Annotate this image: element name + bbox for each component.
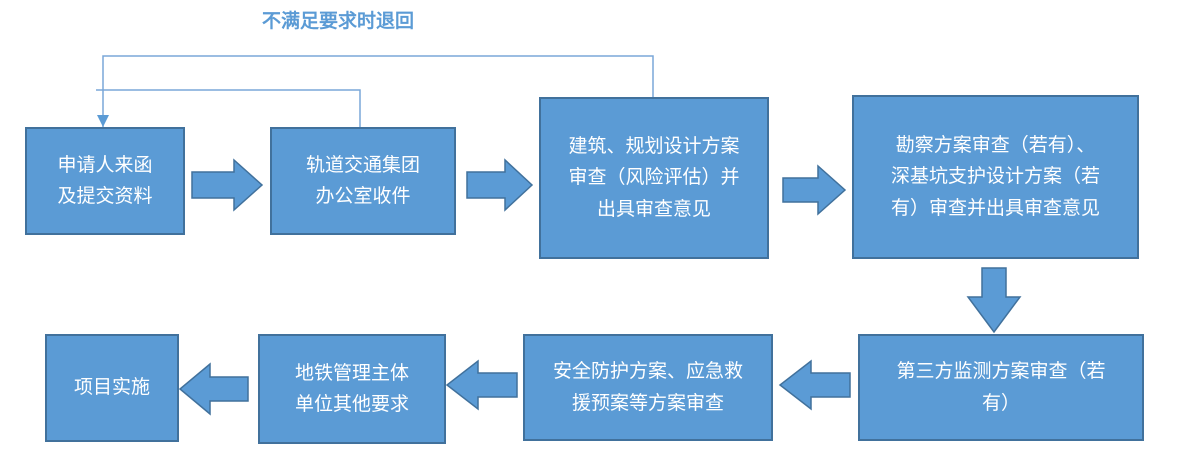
arrow-metro-to-implement — [178, 362, 249, 416]
step-review-text: 建筑、规划设计方案 审查（风险评估）并 出具审查意见 — [568, 134, 740, 220]
loop-line-outer — [102, 55, 654, 127]
step-safety: 安全防护方案、应急救 援预案等方案审查 — [523, 334, 773, 441]
loop-arrowhead — [97, 115, 109, 127]
step-metro: 地铁管理主体 单位其他要求 — [258, 334, 446, 444]
step-receive: 轨道交通集团 办公室收件 — [270, 127, 456, 235]
arrow-safety-to-metro — [445, 359, 518, 411]
step-apply-text: 申请人来函 及提交资料 — [57, 153, 153, 207]
step-implement-text: 项目实施 — [73, 376, 150, 399]
arrow-survey-to-monitor — [966, 267, 1022, 334]
arrow-review-to-survey — [782, 164, 847, 216]
loop-line-inner — [96, 89, 361, 127]
step-survey-text: 勘察方案审查（若有）、 深基坑支护设计方案（若 有）审查并出具审查意见 — [890, 133, 1100, 219]
step-review: 建筑、规划设计方案 审查（风险评估）并 出具审查意见 — [539, 97, 769, 259]
arrow-receive-to-review — [466, 158, 534, 212]
step-apply: 申请人来函 及提交资料 — [25, 127, 185, 235]
step-monitor: 第三方监测方案审查（若 有） — [858, 334, 1144, 441]
step-safety-text: 安全防护方案、应急救 援预案等方案审查 — [552, 360, 743, 414]
step-implement: 项目实施 — [45, 334, 179, 442]
arrow-monitor-to-safety — [778, 359, 851, 411]
loop-back-label: 不满足要求时退回 — [262, 10, 415, 32]
step-survey: 勘察方案审查（若有）、 深基坑支护设计方案（若 有）审查并出具审查意见 — [852, 95, 1139, 259]
step-metro-text: 地铁管理主体 单位其他要求 — [294, 361, 409, 415]
step-receive-text: 轨道交通集团 办公室收件 — [305, 153, 420, 207]
arrow-apply-to-receive — [191, 158, 264, 212]
step-monitor-text: 第三方监测方案审查（若 有） — [896, 360, 1106, 414]
